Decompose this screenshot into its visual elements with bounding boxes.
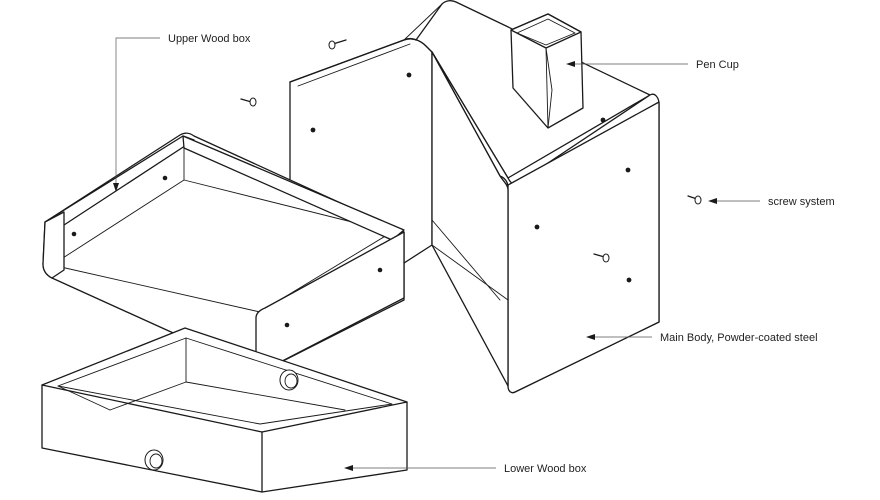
screw-2: [240, 97, 257, 107]
screw-3: [687, 195, 702, 205]
leader-screw-system: [708, 198, 760, 204]
label-screw-system: screw system: [768, 196, 835, 208]
label-upper-wood-box: Upper Wood box: [168, 33, 251, 45]
lower-wood-box-part: [41, 327, 408, 493]
leader-upper-wood-box: [113, 37, 160, 192]
main-body-part: [289, 0, 660, 394]
leader-main-body: [586, 334, 652, 340]
leader-lower-wood-box: [344, 465, 496, 471]
screw-4: [593, 253, 610, 263]
label-main-body: Main Body, Powder-coated steel: [660, 332, 818, 344]
leader-pen-cup: [566, 61, 688, 67]
pen-cup-part: [510, 13, 584, 129]
label-pen-cup: Pen Cup: [696, 59, 739, 71]
upper-wood-box-part: [42, 132, 405, 372]
label-lower-wood-box: Lower Wood box: [504, 463, 587, 475]
screw-1: [328, 39, 347, 50]
